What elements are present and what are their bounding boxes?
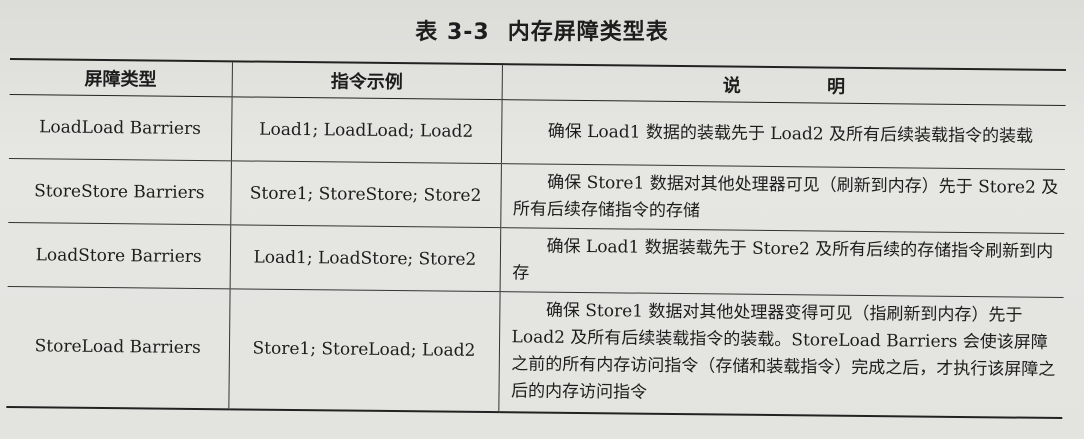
instruction-example-cell: Store1; StoreLoad; Load2 (228, 288, 500, 412)
table-row: LoadLoad Barriers Load1; LoadLoad; Load2… (8, 94, 1066, 170)
instruction-example-cell: Load1; LoadLoad; Load2 (230, 96, 502, 164)
header-instruction-example: 指令示例 (231, 61, 502, 100)
barrier-type-cell: StoreStore Barriers (8, 158, 231, 225)
table-row: LoadStore Barriers Load1; LoadStore; Sto… (7, 222, 1065, 298)
memory-barrier-table: 屏障类型 指令示例 说 明 LoadLoad Barriers Load1; L… (6, 58, 1066, 419)
table-wrapper: 屏障类型 指令示例 说 明 LoadLoad Barriers Load1; L… (6, 58, 1066, 419)
table-title: 内存屏障类型表 (507, 20, 669, 45)
instruction-example-cell: Store1; StoreStore; Store2 (230, 160, 501, 228)
table-row: StoreStore Barriers Store1; StoreStore; … (8, 158, 1065, 234)
table-row: StoreLoad Barriers Store1; StoreLoad; Lo… (6, 286, 1064, 418)
description-cell: 确保 Store1 数据对其他处理器可见（刷新到内存）先于 Store2 及所有… (500, 163, 1065, 234)
description-cell: 确保 Load1 数据装载先于 Store2 及所有后续的存储指令刷新到内存 (499, 227, 1065, 298)
barrier-type-cell: LoadStore Barriers (7, 222, 231, 289)
header-description: 说 明 (501, 64, 1066, 106)
instruction-example-cell: Load1; LoadStore; Store2 (229, 224, 501, 292)
description-cell: 确保 Load1 数据的装载先于 Load2 及所有后续装载指令的装载 (500, 99, 1066, 170)
header-barrier-type: 屏障类型 (9, 58, 232, 97)
barrier-type-cell: StoreLoad Barriers (6, 286, 230, 409)
barrier-type-cell: LoadLoad Barriers (8, 94, 232, 161)
table-caption: 表 3-3 内存屏障类型表 (0, 14, 1084, 46)
table-number: 表 3-3 (415, 20, 490, 45)
description-cell: 确保 Store1 数据对其他处理器变得可见（指刷新到内存）先于 Load2 及… (498, 291, 1064, 418)
